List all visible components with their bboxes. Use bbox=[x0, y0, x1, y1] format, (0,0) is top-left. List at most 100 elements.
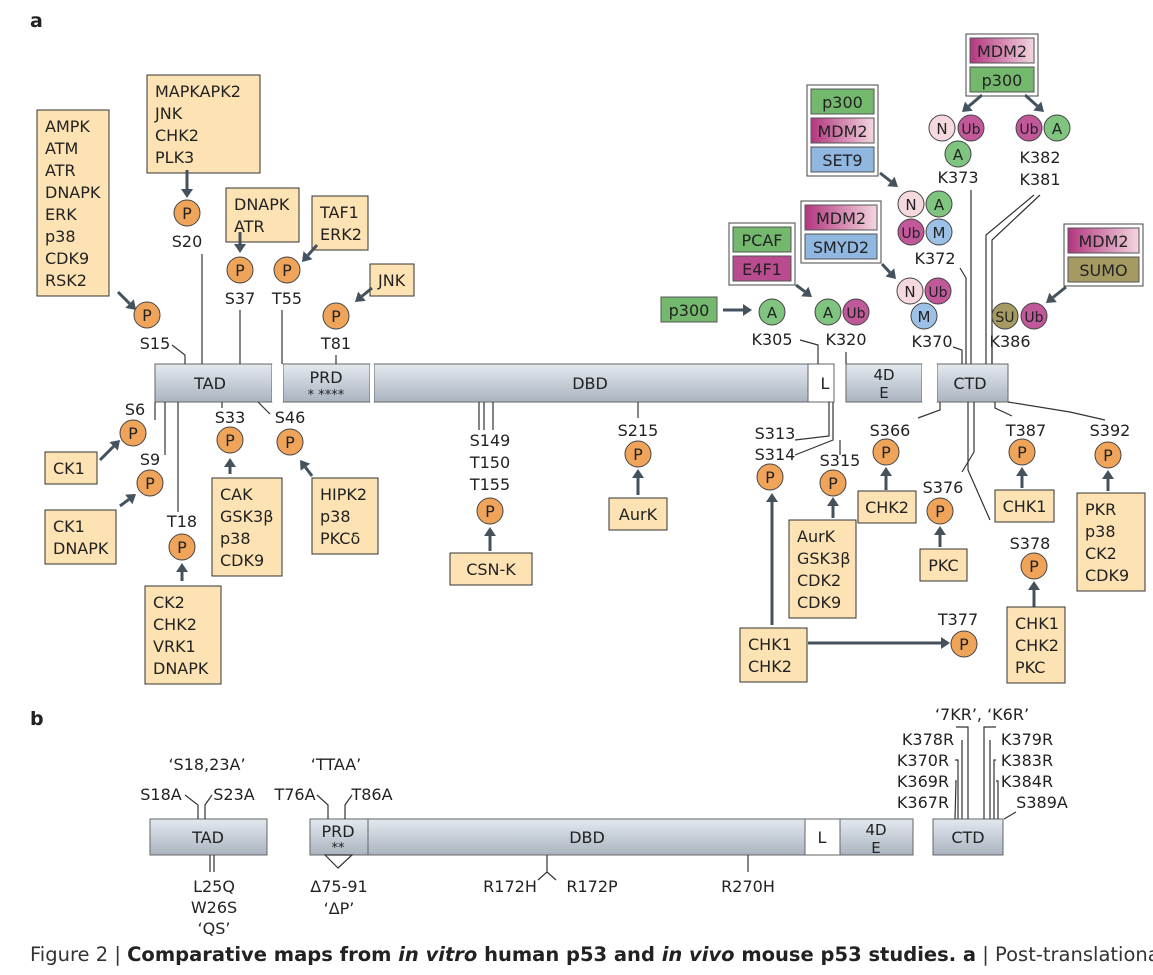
connector-line bbox=[204, 794, 213, 819]
p-circle bbox=[226, 256, 254, 284]
site-label: S9 bbox=[140, 450, 160, 469]
ubiquitination-icon: Ub bbox=[1020, 302, 1048, 330]
kinase-name: PKC bbox=[1015, 658, 1045, 677]
p-symbol: P bbox=[225, 431, 235, 450]
mutation-label: ‘QS’ bbox=[198, 919, 231, 938]
kinase-name: CHK2 bbox=[153, 615, 197, 634]
kinase-box-bg bbox=[449, 552, 533, 586]
kinase-name: CHK2 bbox=[865, 498, 909, 517]
mod-circle bbox=[814, 298, 842, 326]
phosphorylation-icon: P bbox=[216, 426, 244, 454]
p-circle bbox=[819, 469, 847, 497]
kinase-name: CHK2 bbox=[748, 657, 792, 676]
mod-symbol: A bbox=[953, 146, 964, 164]
mod-symbol: Ub bbox=[901, 226, 920, 242]
mutation-label: ‘TTAA’ bbox=[311, 755, 362, 774]
mod-circle bbox=[897, 218, 925, 246]
enzyme-name: E4F1 bbox=[742, 260, 782, 279]
site-label: K370 bbox=[911, 332, 952, 351]
arrow-head bbox=[355, 291, 366, 302]
kinase-box-bg bbox=[44, 451, 98, 485]
p-symbol: P bbox=[881, 443, 891, 462]
l-segment bbox=[804, 818, 841, 856]
mutation-label: Δ75-91 bbox=[310, 877, 367, 896]
arrow-shaft bbox=[1023, 93, 1039, 108]
methylation-icon: M bbox=[925, 218, 953, 246]
enzyme-name: MDM2 bbox=[1078, 232, 1128, 251]
kinase-name: CHK2 bbox=[1015, 636, 1059, 655]
mutation-label: R270H bbox=[721, 877, 775, 896]
domain-bar-b bbox=[149, 818, 1004, 856]
deletion-marker bbox=[323, 854, 354, 869]
domain-label-prd-stars: ** bbox=[332, 841, 346, 856]
connector-line bbox=[955, 759, 959, 819]
enzyme-box-bg bbox=[804, 204, 878, 231]
kinase-box-bg bbox=[211, 477, 283, 577]
site-label: K372 bbox=[914, 249, 955, 268]
kinase-box-bg bbox=[144, 585, 222, 685]
acetylation-icon: A bbox=[814, 298, 842, 326]
kinase-name: JNK bbox=[377, 271, 406, 290]
ubiquitination-icon: Ub bbox=[897, 218, 925, 246]
mod-symbol: N bbox=[905, 196, 916, 214]
phosphorylation-icon: P bbox=[173, 199, 201, 227]
mutation-label: T86A bbox=[350, 785, 392, 804]
kinase-box-bg bbox=[608, 497, 668, 531]
mod-symbol: N bbox=[904, 283, 915, 301]
p-symbol: P bbox=[145, 474, 155, 493]
kinase-name: VRK1 bbox=[153, 637, 196, 656]
connector-line bbox=[1003, 811, 1017, 820]
connector-line bbox=[799, 339, 819, 364]
kinase-name: MAPKAPK2 bbox=[155, 82, 241, 101]
mutation-label: L25Q bbox=[193, 877, 235, 896]
mutation-label: ‘ΔP’ bbox=[324, 899, 355, 918]
mutation-label: K384R bbox=[1001, 772, 1053, 791]
mutation-label: K370R bbox=[897, 751, 949, 770]
domain-label-ctd: CTD bbox=[951, 828, 984, 847]
p-symbol: P bbox=[331, 307, 341, 326]
arrow-shaft bbox=[98, 445, 115, 462]
enzyme-box-pcaf: PCAF bbox=[732, 226, 792, 253]
site-label: T387 bbox=[1005, 421, 1046, 440]
arrow-head bbox=[1046, 292, 1057, 303]
domain-label-prd-stars: * **** bbox=[308, 388, 345, 403]
arrow-shaft bbox=[116, 290, 131, 305]
phosphorylation-icon: P bbox=[168, 533, 196, 561]
connector-line bbox=[954, 780, 957, 820]
kinase-name: CHK2 bbox=[155, 126, 199, 145]
connector-line bbox=[257, 401, 271, 415]
kinase-name: PKCδ bbox=[320, 529, 360, 548]
p-symbol: P bbox=[959, 635, 969, 654]
neddylation-icon: N bbox=[896, 277, 924, 305]
mod-symbol: SU bbox=[995, 310, 1014, 326]
arrow-icon bbox=[300, 460, 314, 477]
caption-italic-1: in vitro bbox=[398, 943, 478, 966]
mutation-label: W26S bbox=[191, 898, 237, 917]
domain-gap bbox=[922, 364, 937, 402]
arrow-head bbox=[801, 286, 812, 297]
ubiquitination-icon: Ub bbox=[842, 298, 870, 326]
phosphorylation-icon: P bbox=[226, 256, 254, 284]
kinase-box-bg bbox=[311, 477, 379, 555]
site-label: K305 bbox=[751, 330, 792, 349]
kinase-box-bg bbox=[919, 548, 968, 582]
arrow-icon bbox=[234, 232, 246, 253]
enzyme-name: SET9 bbox=[822, 151, 862, 170]
p-circle bbox=[1094, 441, 1122, 469]
enzyme-name: SMYD2 bbox=[813, 238, 869, 257]
enzyme-box-p300: p300 bbox=[810, 88, 875, 115]
site-label: T150 bbox=[469, 453, 510, 472]
domain-label-prd: PRD bbox=[309, 368, 342, 387]
kinase-name: p38 bbox=[45, 227, 76, 246]
p-symbol: P bbox=[177, 538, 187, 557]
enzyme-box-p300: p300 bbox=[969, 66, 1035, 93]
domain-label-tad: TAD bbox=[193, 374, 226, 393]
kinase-name: ERK bbox=[45, 205, 77, 224]
kinase-name: CDK9 bbox=[1085, 566, 1129, 585]
p-circle bbox=[624, 440, 652, 468]
arrow-head bbox=[934, 526, 946, 535]
phosphorylation-icon: P bbox=[322, 302, 350, 330]
